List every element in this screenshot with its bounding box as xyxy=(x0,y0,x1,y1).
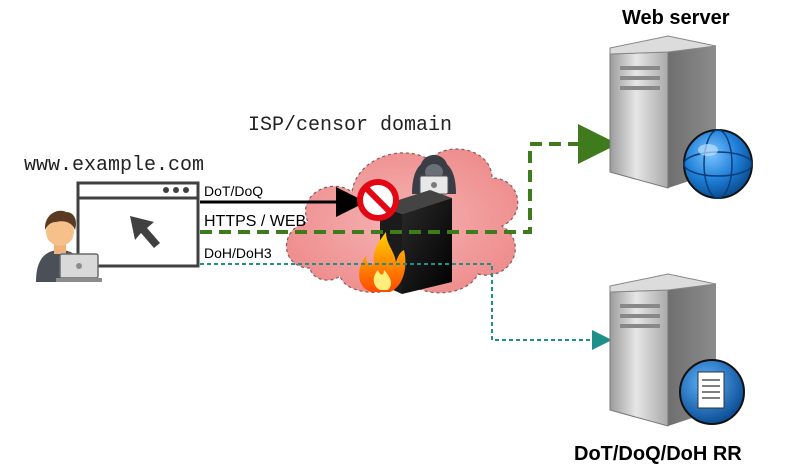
no-entry-icon xyxy=(357,179,399,221)
web-server-label: Web server xyxy=(622,7,730,29)
dot-doq-label: DoT/DoQ xyxy=(204,183,263,199)
doh-connection xyxy=(200,263,612,350)
globe-icon xyxy=(683,129,753,199)
resolver-label: DoT/DoQ/DoH RR xyxy=(574,443,742,465)
censor-agent-icon xyxy=(412,155,456,195)
cursor-arrow-icon xyxy=(130,216,160,248)
isp-domain-label: ISP/censor domain xyxy=(248,114,452,137)
document-icon xyxy=(679,359,745,425)
fire-icon xyxy=(359,232,406,292)
user-laptop-icon xyxy=(36,210,102,282)
doh-doh3-label: DoH/DoH3 xyxy=(204,245,272,261)
site-url-label: www.example.com xyxy=(24,154,204,177)
https-web-label: HTTPS / WEB xyxy=(204,213,306,230)
